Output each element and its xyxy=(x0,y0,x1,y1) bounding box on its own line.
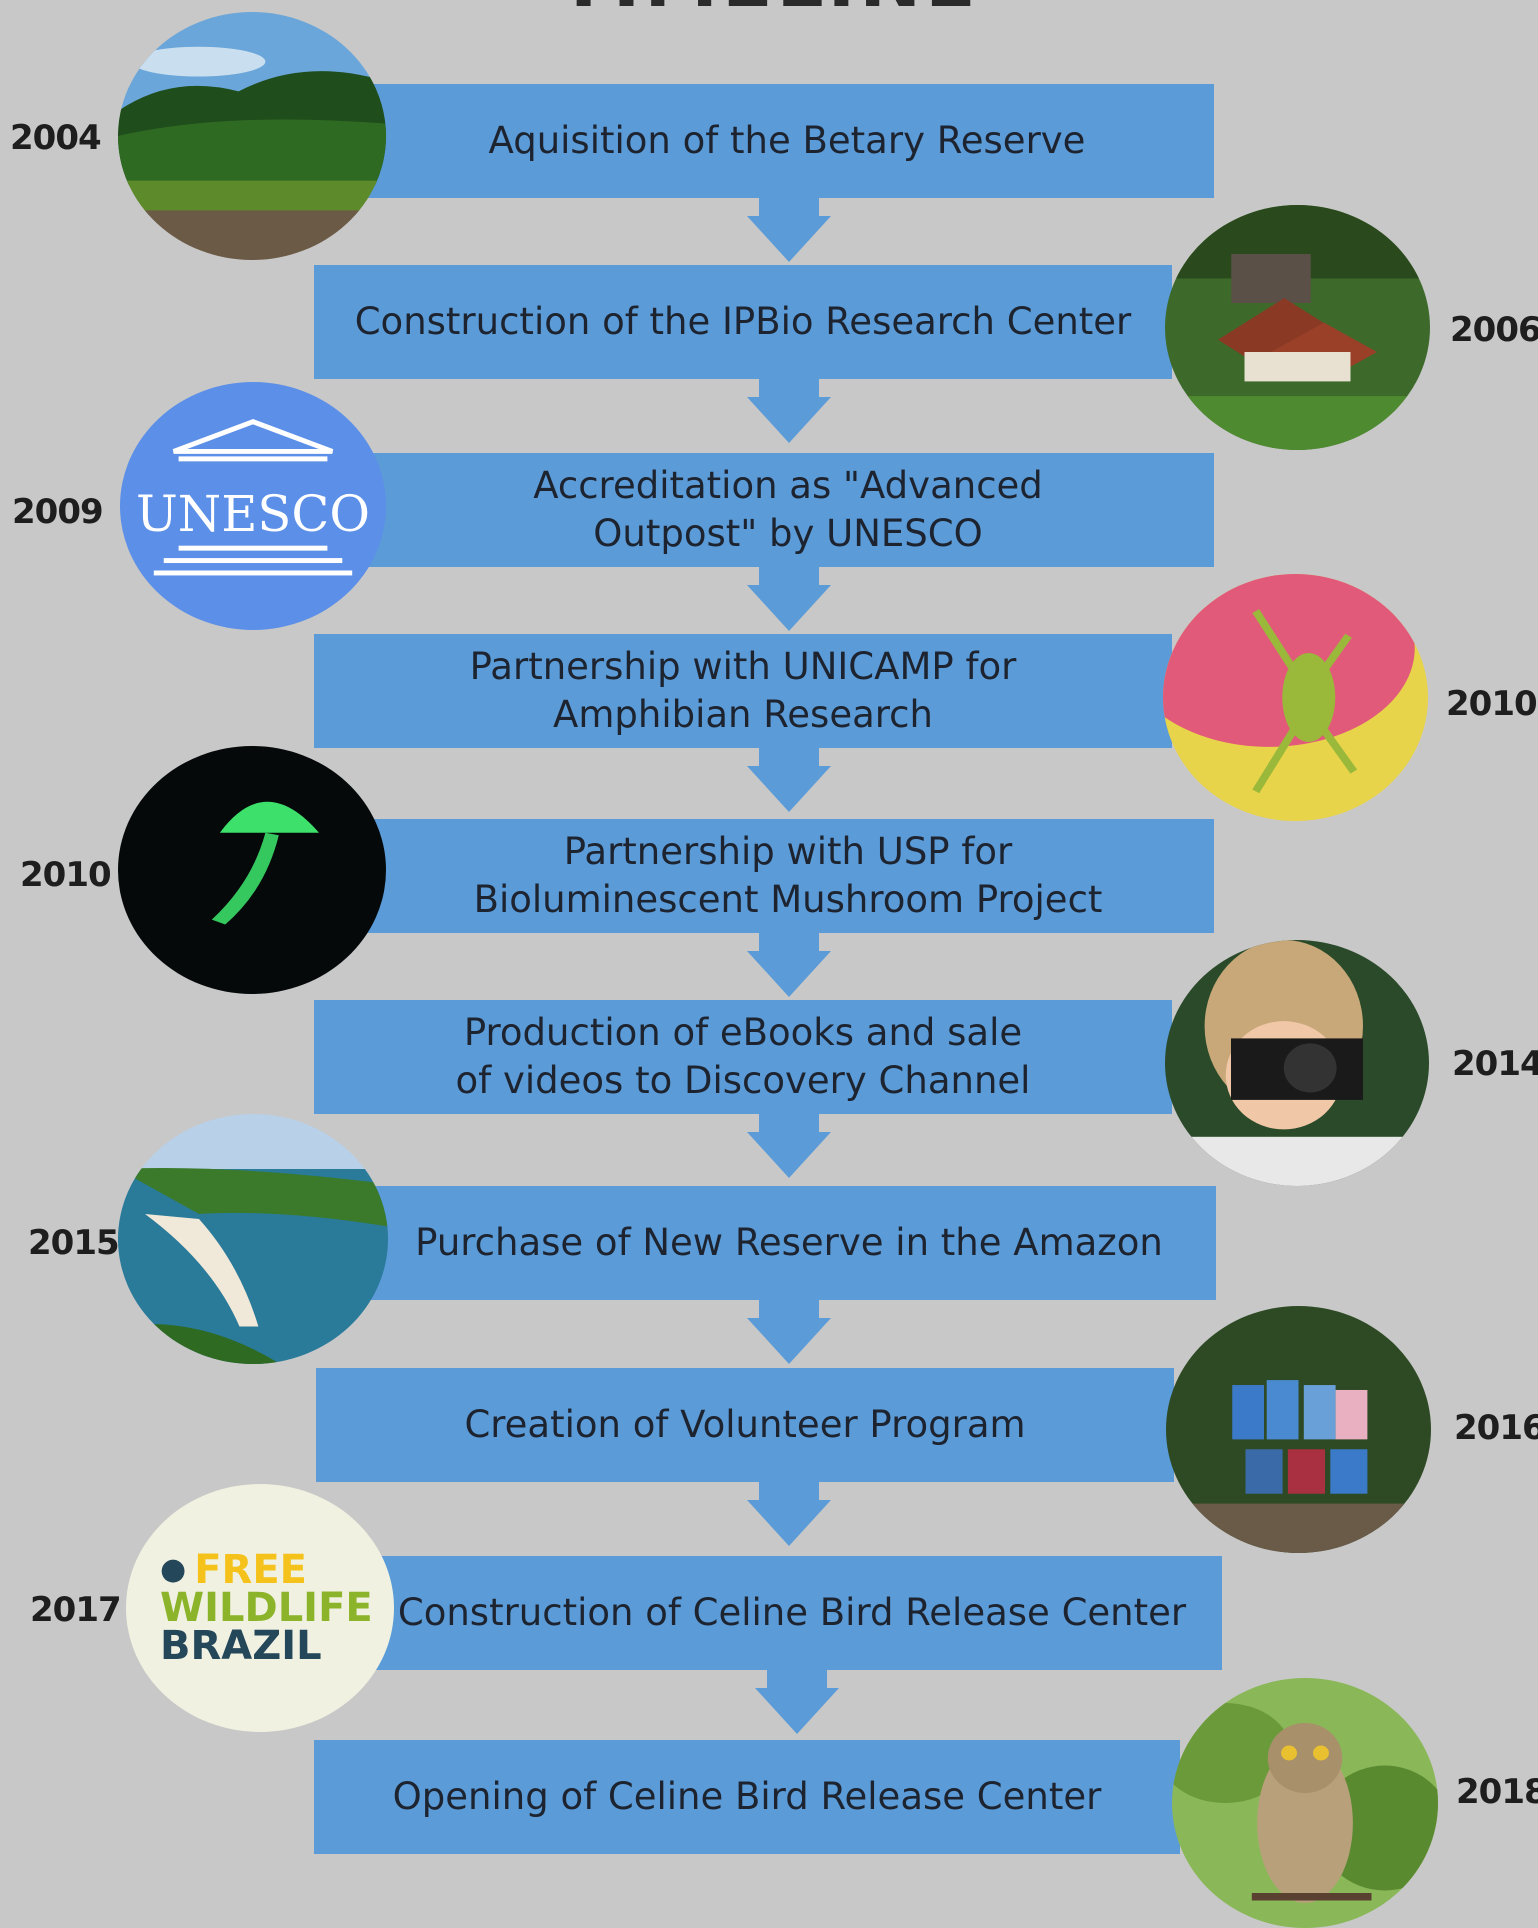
photographer-camera-photo xyxy=(1165,940,1429,1186)
timeline-step-2: Construction of the IPBio Research Cente… xyxy=(314,265,1172,379)
page-title: TIMELINE xyxy=(0,0,1538,24)
timeline-step-8: Creation of Volunteer Program xyxy=(316,1368,1174,1482)
timeline-step-9: Construction of Celine Bird Release Cent… xyxy=(362,1556,1222,1670)
logo-text-free: FREE xyxy=(194,1547,307,1593)
step-label: Purchase of New Reserve in the Amazon xyxy=(415,1221,1163,1264)
unesco-logo-text: UNESCO xyxy=(136,485,370,543)
year-label: 2006 xyxy=(1450,310,1538,350)
timeline-step-1: Aquisition of the Betary Reserve xyxy=(360,84,1214,198)
arrow-down-icon xyxy=(759,1482,819,1502)
arrow-down-icon xyxy=(747,216,831,262)
volunteer-group-photo xyxy=(1166,1306,1431,1553)
step-label: Partnership with UNICAMP for Amphibian R… xyxy=(469,645,1017,736)
unesco-logo: UNESCO xyxy=(120,382,386,630)
step-label: Construction of Celine Bird Release Cent… xyxy=(397,1591,1187,1634)
timeline-step-7: Purchase of New Reserve in the Amazon xyxy=(362,1186,1216,1300)
timeline-step-4: Partnership with UNICAMP for Amphibian R… xyxy=(314,634,1172,748)
logo-text-brazil: BRAZIL xyxy=(160,1623,322,1669)
arrow-down-icon xyxy=(759,1114,819,1134)
step-label: Aquisition of the Betary Reserve xyxy=(488,119,1086,162)
arrow-down-icon xyxy=(767,1670,827,1690)
step-label: Partnership with USP for Bioluminescent … xyxy=(473,830,1103,921)
arrow-down-icon xyxy=(747,951,831,997)
year-label: 2018 xyxy=(1456,1772,1538,1812)
year-label: 2015 xyxy=(28,1223,120,1263)
step-label: Construction of the IPBio Research Cente… xyxy=(354,300,1132,343)
arrow-down-icon xyxy=(747,1132,831,1178)
step-label: Opening of Celine Bird Release Center xyxy=(392,1775,1102,1818)
step-label: Creation of Volunteer Program xyxy=(464,1403,1026,1446)
year-label: 2010 xyxy=(20,855,112,895)
arrow-down-icon xyxy=(755,1688,839,1734)
timeline-step-6: Production of eBooks and sale of videos … xyxy=(314,1000,1172,1114)
year-label: 2016 xyxy=(1454,1408,1538,1448)
step-label: Accreditation as "Advanced Outpost" by U… xyxy=(533,464,1043,555)
arrow-down-icon xyxy=(759,1300,819,1320)
paw-icon: ● xyxy=(160,1552,187,1587)
arrow-down-icon xyxy=(759,379,819,399)
year-label: 2017 xyxy=(30,1590,122,1630)
glowing-mushroom-photo xyxy=(118,746,386,994)
timeline-step-10: Opening of Celine Bird Release Center xyxy=(314,1740,1180,1854)
free-wildlife-brazil-logo: ●FREE WILDLIFE BRAZIL xyxy=(126,1484,394,1732)
burrowing-owl-photo xyxy=(1172,1678,1438,1928)
logo-text-wildlife: WILDLIFE xyxy=(160,1585,373,1631)
arrow-down-icon xyxy=(759,748,819,768)
arrow-down-icon xyxy=(759,933,819,953)
tree-frog-photo xyxy=(1163,574,1428,821)
arrow-down-icon xyxy=(759,198,819,218)
arrow-down-icon xyxy=(759,567,819,587)
year-label: 2004 xyxy=(10,118,102,158)
step-label: Production of eBooks and sale of videos … xyxy=(455,1011,1031,1102)
arrow-down-icon xyxy=(747,1318,831,1364)
year-label: 2010 xyxy=(1446,684,1538,724)
arrow-down-icon xyxy=(747,397,831,443)
amazon-beach-photo xyxy=(118,1114,388,1364)
forest-clearing-photo xyxy=(118,12,386,260)
timeline-step-5: Partnership with USP for Bioluminescent … xyxy=(362,819,1214,933)
arrow-down-icon xyxy=(747,1500,831,1546)
arrow-down-icon xyxy=(747,585,831,631)
arrow-down-icon xyxy=(747,766,831,812)
research-center-aerial-photo xyxy=(1165,205,1430,450)
timeline-step-3: Accreditation as "Advanced Outpost" by U… xyxy=(362,453,1214,567)
year-label: 2009 xyxy=(12,492,104,532)
year-label: 2014 xyxy=(1452,1044,1538,1084)
